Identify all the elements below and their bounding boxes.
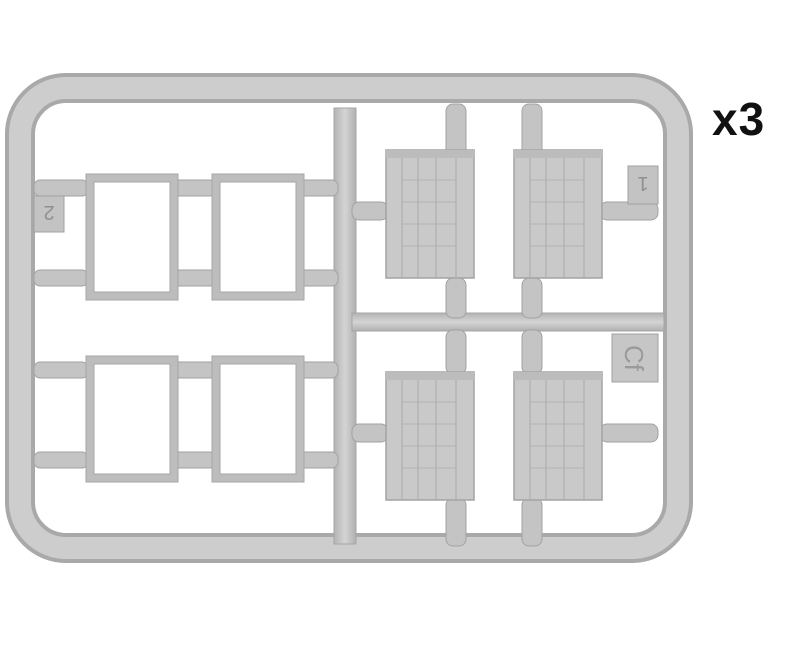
frame-letter-tag-text: Cf xyxy=(619,345,649,372)
panel-bottom-left xyxy=(385,371,475,501)
frame-top-right xyxy=(212,174,304,300)
frame-letter-tag xyxy=(611,333,659,383)
right-number-tag xyxy=(627,165,659,205)
quantity-label: x3 xyxy=(712,93,766,145)
left-frames xyxy=(86,174,304,482)
sprue-horizontal-divider xyxy=(351,312,665,332)
right-number-tag-text: 1 xyxy=(637,172,648,194)
frame-bottom-right xyxy=(212,356,304,482)
frame-bottom-left xyxy=(86,356,178,482)
left-number-tag xyxy=(33,195,65,233)
right-gates xyxy=(351,103,659,547)
left-number-tag-text: 2 xyxy=(43,201,54,223)
panel-top-left xyxy=(385,149,475,279)
left-gates xyxy=(33,179,339,469)
frame-top-left xyxy=(86,174,178,300)
panel-top-right xyxy=(513,149,603,279)
right-panels xyxy=(385,149,603,501)
panel-bottom-right xyxy=(513,371,603,501)
